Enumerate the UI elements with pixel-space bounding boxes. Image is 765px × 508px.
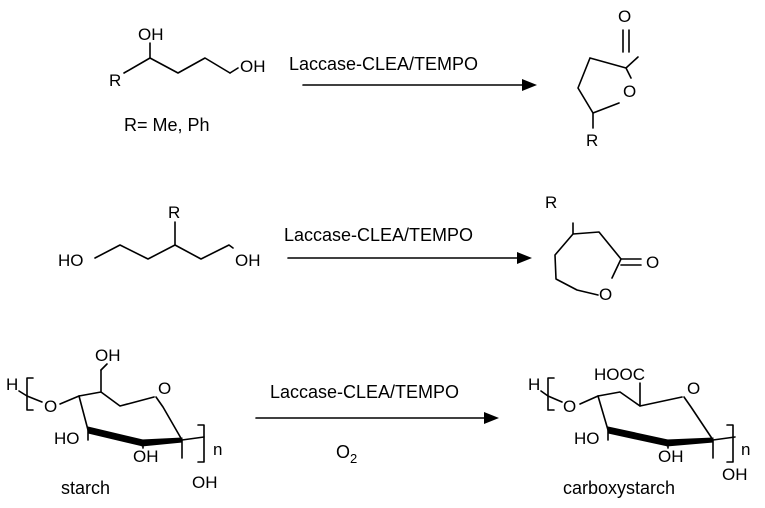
- ring-top: [78, 391, 155, 407]
- reaction-3-arrow: Laccase-CLEA/TEMPO O2: [255, 382, 499, 466]
- lactone-ring: [554, 222, 622, 296]
- hydroxyl-label: OH: [658, 447, 684, 466]
- compound-name: starch: [61, 478, 110, 498]
- ring-oxygen: O: [158, 379, 171, 398]
- reagent-label: Laccase-CLEA/TEMPO: [289, 54, 478, 74]
- bond-oh: [229, 67, 239, 74]
- reagent-label: Laccase-CLEA/TEMPO: [270, 382, 459, 402]
- ring-oxygen: O: [687, 379, 700, 398]
- reaction-1: OH OH R R= Me, Ph Laccase-CLEA/TEMPO O O…: [109, 7, 639, 150]
- bond-h: [18, 390, 28, 397]
- bond-o: [59, 395, 80, 405]
- arrow-head: [517, 252, 532, 264]
- ring-right: [155, 396, 183, 441]
- carbonyl-oxygen: O: [618, 7, 631, 26]
- compound-name: carboxystarch: [563, 478, 675, 498]
- carbon-chain: [123, 57, 231, 74]
- substituent-note: R= Me, Ph: [124, 115, 210, 135]
- lactone-ring: [577, 56, 639, 114]
- bond-link: [181, 436, 205, 441]
- ring-bottom-bold: [607, 426, 669, 447]
- reaction-1-arrow: Laccase-CLEA/TEMPO: [289, 54, 537, 91]
- bond-o: [26, 395, 43, 403]
- arrow-head: [522, 79, 537, 91]
- carboxyl-label: HOOC: [594, 365, 645, 384]
- r-group-label: R: [168, 203, 180, 222]
- reaction-2-substrate: HO OH R: [58, 203, 261, 270]
- repeat-n-label: n: [213, 440, 222, 459]
- reaction-3: H O OH O HO OH OH n starch Laccase-CLEA/…: [6, 346, 750, 498]
- reaction-3-product: H O HOOC O HO OH OH n carboxystarch: [528, 365, 750, 498]
- r-group-label: R: [545, 193, 557, 212]
- carbon-chain: [94, 244, 234, 260]
- hydroxyl-label: HO: [58, 251, 84, 270]
- polymer-bracket: [547, 377, 555, 411]
- r-group-label: R: [586, 131, 598, 150]
- hydroxyl-label: OH: [95, 346, 121, 365]
- polymer-bracket: [26, 377, 34, 411]
- hydroxyl-label: OH: [235, 251, 261, 270]
- ring-oxygen: O: [599, 285, 612, 304]
- ring-oxygen: O: [623, 82, 636, 101]
- ring-left: [78, 395, 89, 431]
- repeat-n-label: n: [741, 440, 750, 459]
- condition-label: O2: [336, 442, 357, 466]
- hydroxyl-label: OH: [192, 473, 218, 492]
- bond-oh: [100, 363, 108, 371]
- h-label: H: [528, 375, 540, 394]
- carbonyl-oxygen: O: [646, 253, 659, 272]
- hydroxyl-label: HO: [54, 429, 80, 448]
- ring-bottom-bold: [141, 437, 183, 447]
- hydroxyl-label: OH: [240, 57, 266, 76]
- bond-o: [579, 395, 599, 405]
- bond-h: [540, 390, 549, 397]
- hydroxyl-label: HO: [574, 429, 600, 448]
- bond-o: [547, 395, 563, 403]
- ring-left: [597, 395, 609, 431]
- bond-link: [712, 436, 736, 441]
- reaction-2: HO OH R Laccase-CLEA/TEMPO R O O: [58, 193, 659, 304]
- reaction-2-product: R O O: [545, 193, 659, 304]
- hydroxyl-label: OH: [722, 465, 748, 484]
- ring-bottom-bold: [87, 426, 144, 447]
- r-group-label: R: [109, 71, 121, 90]
- hydroxyl-label: OH: [133, 447, 159, 466]
- reagent-label: Laccase-CLEA/TEMPO: [284, 225, 473, 245]
- polymer-bracket: [197, 424, 205, 463]
- ring-bottom-bold: [666, 437, 714, 447]
- hydroxyl-label: OH: [138, 25, 164, 44]
- reaction-2-arrow: Laccase-CLEA/TEMPO: [284, 225, 532, 264]
- reaction-1-product: O O R: [577, 7, 639, 150]
- oxygen-label: O: [563, 397, 576, 416]
- reaction-1-substrate: OH OH R R= Me, Ph: [109, 25, 266, 135]
- oxygen-label: O: [44, 397, 57, 416]
- arrow-head: [484, 412, 499, 424]
- ring-right: [683, 396, 714, 441]
- h-label: H: [6, 375, 18, 394]
- reaction-3-substrate: H O OH O HO OH OH n starch: [6, 346, 222, 498]
- polymer-bracket: [726, 424, 734, 463]
